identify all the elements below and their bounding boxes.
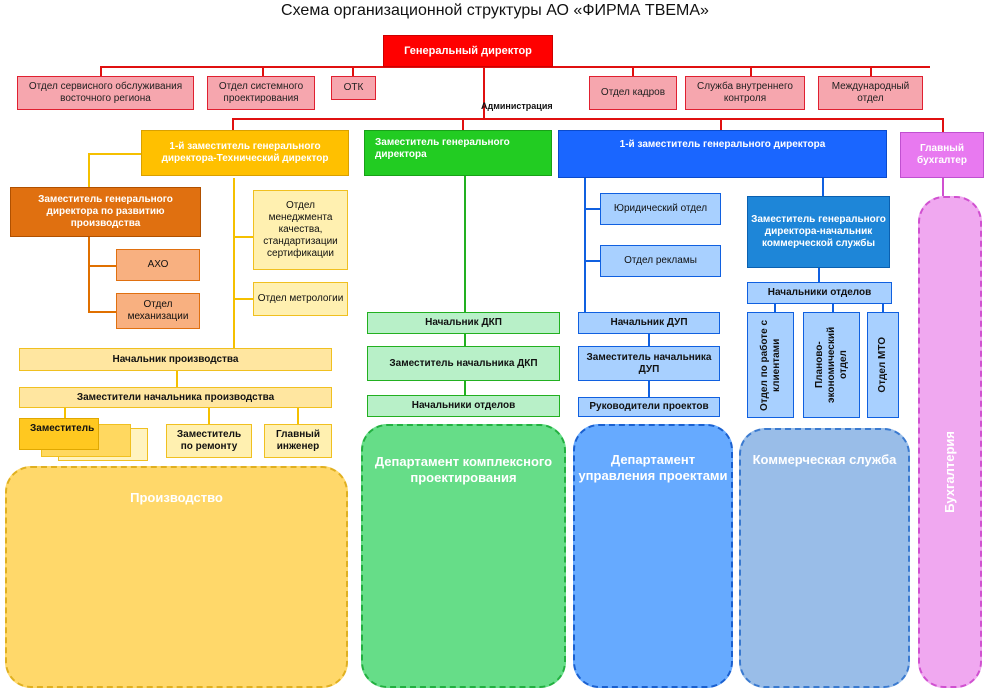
commercial-dept-heads-box[interactable]: Начальники отделов xyxy=(747,282,892,304)
accounting-department[interactable]: Бухгалтерия xyxy=(918,196,982,688)
mechanization-box[interactable]: Отдел механизации xyxy=(116,293,200,329)
dkp-deputy-head-box[interactable]: Заместитель генерального директора xyxy=(364,130,552,176)
dup-department-label: Департамент управления проектами xyxy=(578,452,728,483)
international-box[interactable]: Международный отдел xyxy=(818,76,923,110)
service-east-box[interactable]: Отдел сервисного обслуживания восточного… xyxy=(17,76,194,110)
clients-dept-box[interactable]: Отдел по работе с клиентами xyxy=(747,312,794,418)
dkp-chief-box[interactable]: Начальник ДКП xyxy=(367,312,560,334)
commercial-department-label: Коммерческая служба xyxy=(752,452,897,467)
otk-box[interactable]: ОТК xyxy=(331,76,376,100)
planning-dept-box[interactable]: Планово-экономический отдел xyxy=(803,312,860,418)
dkp-department-label: Департамент комплексного проектирования xyxy=(374,454,553,485)
metrology-box[interactable]: Отдел метрологии xyxy=(253,282,348,316)
planning-dept-label: Планово-экономический отдел xyxy=(813,326,849,404)
dkp-deputy-box[interactable]: Заместитель начальника ДКП xyxy=(367,346,560,381)
mto-dept-box[interactable]: Отдел МТО xyxy=(867,312,899,418)
chief-accountant-box[interactable]: Главный бухгалтер xyxy=(900,132,984,178)
commercial-head-box[interactable]: Заместитель генерального директора-начал… xyxy=(747,196,890,268)
project-leads-box[interactable]: Руководители проектов xyxy=(578,397,720,417)
internal-control-box[interactable]: Служба внутреннего контроля xyxy=(685,76,805,110)
production-department-label: Производство xyxy=(130,490,223,505)
ads-box[interactable]: Отдел рекламы xyxy=(600,245,721,277)
production-head-box[interactable]: Начальник производства xyxy=(19,348,332,371)
ceo-box[interactable]: Генеральный директор xyxy=(383,35,553,67)
mto-dept-label: Отдел МТО xyxy=(877,337,888,393)
dkp-department[interactable]: Департамент комплексного проектирования xyxy=(361,424,566,688)
chart-title: Схема организационной структуры АО «ФИРМ… xyxy=(281,2,709,19)
dup-department[interactable]: Департамент управления проектами xyxy=(573,424,733,688)
quality-box[interactable]: Отдел менеджмента качества, стандартизац… xyxy=(253,190,348,270)
system-design-box[interactable]: Отдел системного проектирования xyxy=(207,76,315,110)
dkp-dept-heads-box[interactable]: Начальники отделов xyxy=(367,395,560,417)
repair-deputy-box[interactable]: Заместитель по ремонту xyxy=(166,424,252,458)
dup-head-box[interactable]: 1-й заместитель генерального директора xyxy=(558,130,887,178)
dup-deputy-box[interactable]: Заместитель начальника ДУП xyxy=(578,346,720,381)
accounting-department-label: Бухгалтерия xyxy=(942,431,957,513)
production-department[interactable]: Производство xyxy=(5,466,348,688)
hr-box[interactable]: Отдел кадров xyxy=(589,76,677,110)
aho-box[interactable]: АХО xyxy=(116,249,200,281)
production-deputies-box[interactable]: Заместители начальника производства xyxy=(19,387,332,408)
chief-engineer-box[interactable]: Главный инженер xyxy=(264,424,332,458)
dev-deputy-box[interactable]: Заместитель генерального директора по ра… xyxy=(10,187,201,237)
admin-label: Администрация xyxy=(481,101,553,111)
commercial-department[interactable]: Коммерческая служба xyxy=(739,428,910,688)
technical-director-box[interactable]: 1-й заместитель генерального директора-Т… xyxy=(141,130,349,176)
dup-chief-box[interactable]: Начальник ДУП xyxy=(578,312,720,334)
clients-dept-label: Отдел по работе с клиентами xyxy=(758,319,782,411)
legal-box[interactable]: Юридический отдел xyxy=(600,193,721,225)
deputy-box[interactable]: Заместитель xyxy=(19,418,99,450)
